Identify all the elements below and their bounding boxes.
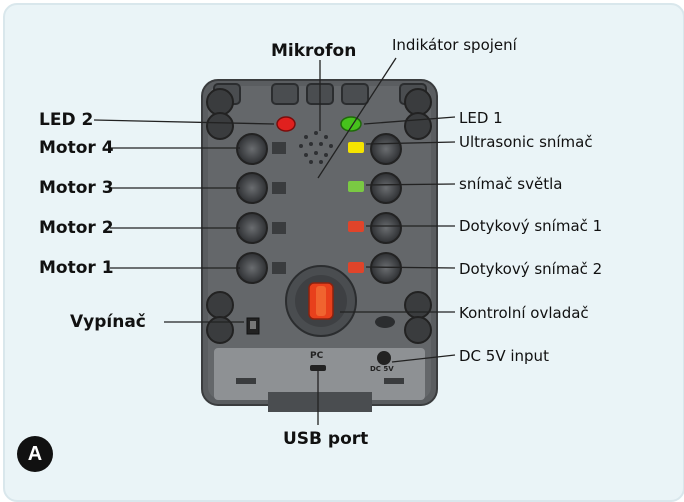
label-led1: LED 1 bbox=[459, 109, 503, 127]
label-kontrolni: Kontrolní ovladač bbox=[459, 304, 589, 322]
led2-light bbox=[276, 116, 296, 132]
dc-marking: DC 5V bbox=[370, 365, 394, 373]
pc-marking: PC bbox=[310, 351, 324, 361]
label-mikrofon: Mikrofon bbox=[271, 41, 357, 61]
leader-lines bbox=[93, 57, 456, 425]
label-dotyk2: Dotykový snímač 2 bbox=[459, 260, 603, 278]
dc-socket bbox=[377, 351, 391, 365]
usb-socket bbox=[310, 365, 326, 371]
light-sensor-indicator bbox=[348, 181, 364, 192]
label-svetla: snímač světla bbox=[459, 175, 563, 193]
ultrasonic-indicator bbox=[348, 142, 364, 153]
label-motor1: Motor 1 bbox=[39, 258, 114, 278]
motor-ports bbox=[236, 133, 286, 284]
label-led2: LED 2 bbox=[39, 110, 94, 130]
label-dotyk1: Dotykový snímač 1 bbox=[459, 217, 603, 235]
touch1-indicator bbox=[348, 221, 364, 232]
label-indikator: Indikátor spojení bbox=[392, 36, 517, 54]
label-motor2: Motor 2 bbox=[39, 218, 114, 238]
device-base bbox=[214, 348, 425, 400]
brand-logo bbox=[375, 316, 395, 328]
label-motor4: Motor 4 bbox=[39, 138, 114, 158]
label-vypinac: Vypínač bbox=[70, 312, 146, 332]
label-motor3: Motor 3 bbox=[39, 178, 114, 198]
label-dc: DC 5V input bbox=[459, 347, 549, 365]
microphone-holes bbox=[299, 131, 333, 164]
label-ultrasonic: Ultrasonic snímač bbox=[459, 133, 593, 151]
led1-light bbox=[340, 116, 362, 132]
label-usb: USB port bbox=[283, 429, 369, 449]
sensor-ports bbox=[370, 133, 402, 284]
touch2-indicator bbox=[348, 262, 364, 273]
figure-badge: A bbox=[17, 436, 53, 472]
